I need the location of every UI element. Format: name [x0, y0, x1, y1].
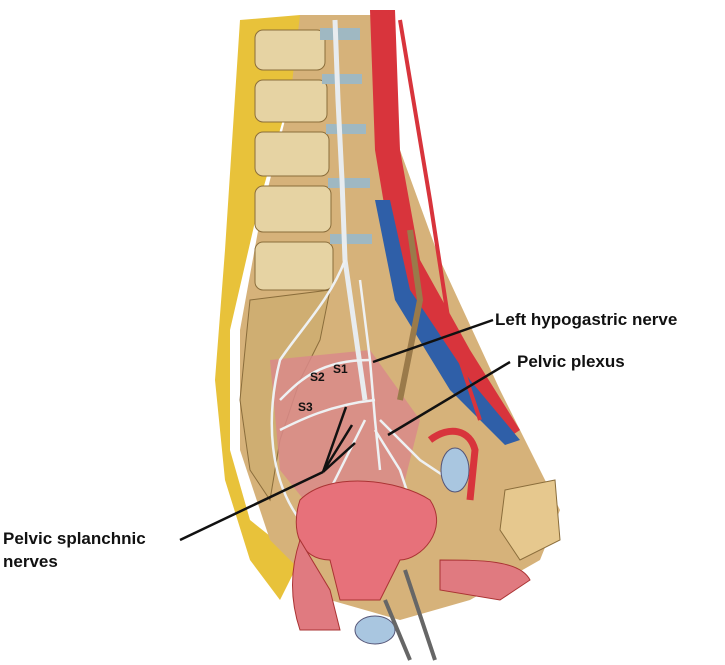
label-s3: S3 [298, 400, 313, 414]
surgical-forceps-right [383, 599, 412, 661]
intervertebral-discs [320, 28, 372, 244]
common-iliac-vein [375, 200, 520, 445]
label-left-hypogastric-nerve: Left hypogastric nerve [495, 310, 678, 329]
leader-pelvic-splanchnic-branch-2 [321, 424, 354, 473]
label-s1: S1 [333, 362, 348, 376]
aorta [370, 10, 520, 440]
ureter [397, 229, 424, 401]
label-pelvic-splanchnic-line2: nerves [3, 552, 58, 571]
label-pelvic-plexus: Pelvic plexus [517, 352, 625, 371]
label-pelvic-splanchnic-line1: Pelvic splanchnic [3, 529, 146, 548]
pubic-bone [499, 479, 561, 561]
surgical-forceps-left [403, 569, 437, 661]
leader-pelvic-plexus [387, 360, 511, 437]
cervix-specimen [354, 615, 396, 645]
bladder-round-ligament [439, 559, 531, 601]
lumbar-vertebrae [254, 29, 334, 291]
fallopian-tube [427, 427, 479, 501]
hypogastric-plexus [270, 259, 451, 521]
leader-pelvic-splanchnic-branch-3 [322, 442, 356, 473]
leader-left-hypogastric-nerve [372, 318, 494, 364]
rectum [292, 538, 341, 631]
ovarian-vessels [398, 19, 482, 421]
leader-pelvic-splanchnic [179, 470, 324, 542]
label-s2: S2 [310, 370, 325, 384]
ovary [440, 447, 470, 493]
pelvic-fat [215, 15, 300, 600]
sympathetic-trunk [332, 19, 368, 401]
leader-pelvic-splanchnic-branch-1 [321, 406, 348, 473]
